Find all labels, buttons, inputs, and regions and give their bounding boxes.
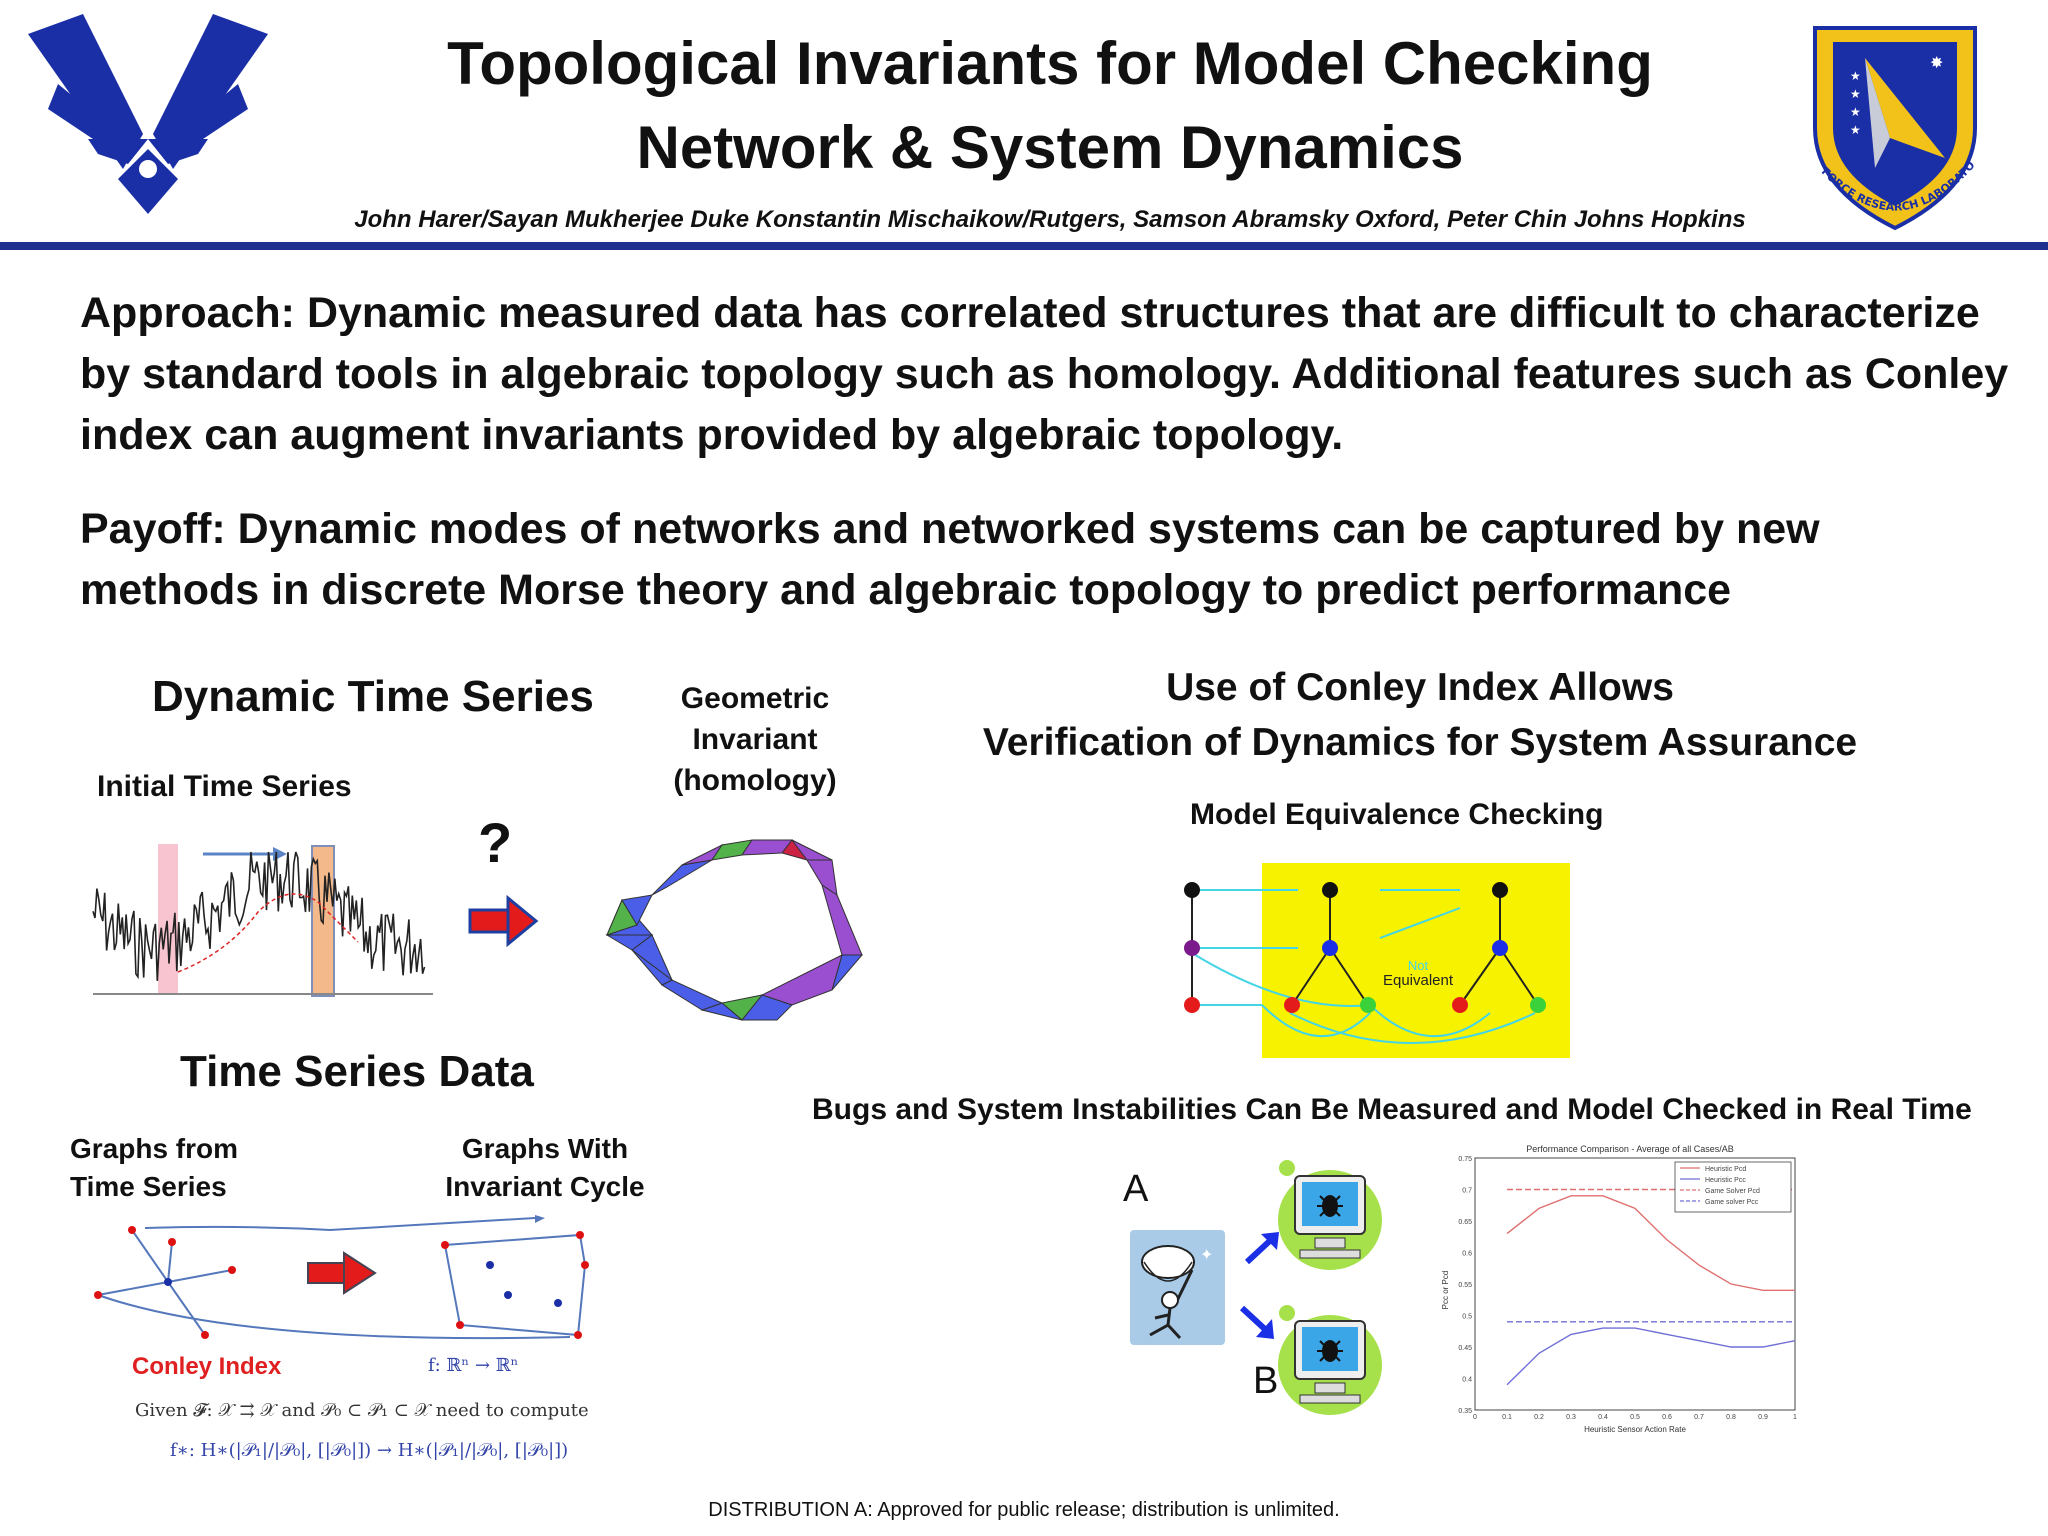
arrow-to-b-icon <box>1239 1305 1274 1339</box>
graphs-with-label: Graphs With Invariant Cycle <box>445 1130 645 1206</box>
graphs-with-line-1: Graphs With <box>461 1133 629 1164</box>
time-series-data-heading: Time Series Data <box>180 1047 534 1096</box>
y-tick-label: 0.7 <box>1462 1188 1472 1195</box>
legend-entry: Heuristic Pcd <box>1705 1166 1746 1173</box>
svg-text:★: ★ <box>1850 87 1861 101</box>
header-divider <box>0 242 2048 250</box>
x-tick-label: 0.9 <box>1758 1414 1768 1421</box>
legend-entry: Heuristic Pcc <box>1705 1177 1746 1184</box>
authors-line: John Harer/Sayan Mukherjee Duke Konstant… <box>354 206 1746 233</box>
svg-text:✸: ✸ <box>1930 53 1943 72</box>
arrow-to-a-icon <box>1244 1232 1279 1265</box>
given-text: Given 𝓕: 𝒳 ⇉ 𝒳 and 𝒫₀ ⊂ 𝒫₁ ⊂ 𝒳 need to c… <box>135 1400 589 1421</box>
map-formula: f: ℝⁿ → ℝⁿ <box>428 1355 519 1376</box>
series-line-heuristic-pcd <box>1506 1195 1795 1292</box>
title-line-1: Topological Invariants for Model Checkin… <box>447 30 1653 97</box>
svg-text:★: ★ <box>1850 105 1861 119</box>
question-mark: ? <box>478 811 513 874</box>
y-tick-label: 0.5 <box>1462 1314 1472 1321</box>
bug-computer-b-icon <box>1278 1305 1382 1415</box>
conley-index-label: Conley Index <box>132 1353 282 1380</box>
graphs-from-line-1: Graphs from <box>70 1133 239 1164</box>
x-tick-label: 0 <box>1473 1414 1477 1421</box>
not-equivalent-label: Not Equivalent <box>1378 958 1458 988</box>
payoff-paragraph: Payoff: Dynamic modes of networks and ne… <box>80 505 1820 614</box>
bugs-heading: Bugs and System Instabilities Can Be Mea… <box>812 1093 1972 1126</box>
initial-time-series-label: Initial Time Series <box>97 770 352 803</box>
homology-ring-diagram <box>605 839 864 1021</box>
chart-x-axis-label: Heuristic Sensor Action Rate <box>1584 1425 1686 1434</box>
geometric-invariant-label: Geometric Invariant (homology) <box>660 678 850 801</box>
bug-computer-a-icon <box>1278 1160 1382 1270</box>
x-tick-label: 1 <box>1793 1414 1797 1421</box>
chart-y-axis-label: Pcc or Pcd <box>1441 1271 1450 1310</box>
chart-legend-box <box>1674 1161 1792 1213</box>
time-series-graphs-diagram <box>94 1215 589 1340</box>
conley-heading-line-1: Use of Conley Index Allows <box>1166 666 1674 709</box>
svg-text:★: ★ <box>1850 69 1861 83</box>
equivalent-label: Equivalent <box>1382 972 1454 989</box>
initial-time-series-plot <box>92 844 433 997</box>
bug-catcher-icon: ✦ <box>1130 1230 1225 1345</box>
chart-title: Performance Comparison - Average of all … <box>1526 1144 1733 1154</box>
geometric-invariant-line-2: Invariant <box>692 723 818 756</box>
x-tick-label: 0.7 <box>1694 1414 1704 1421</box>
legend-entry: Game solver Pcc <box>1705 1199 1759 1206</box>
equivalence-yellow-panel <box>1262 863 1570 1058</box>
graphs-with-line-2: Invariant Cycle <box>445 1171 645 1202</box>
performance-comparison-chart: Performance Comparison - Average of all … <box>1441 1144 1797 1434</box>
y-tick-label: 0.6 <box>1462 1251 1472 1258</box>
label-b: B <box>1253 1360 1279 1402</box>
graphs-from-label: Graphs from Time Series <box>70 1130 238 1206</box>
approach-paragraph: Approach: Dynamic measured data has corr… <box>80 289 2009 459</box>
svg-text:★: ★ <box>1850 123 1861 137</box>
geometric-invariant-line-1: Geometric <box>680 682 830 715</box>
graphs-from-line-2: Time Series <box>70 1171 227 1202</box>
series-line-heuristic-pcc <box>1506 1327 1796 1386</box>
chart-plot-frame <box>1474 1157 1796 1411</box>
y-tick-label: 0.35 <box>1458 1408 1472 1415</box>
x-tick-label: 0.3 <box>1566 1414 1576 1421</box>
x-tick-label: 0.5 <box>1630 1414 1640 1421</box>
y-tick-label: 0.55 <box>1458 1282 1472 1289</box>
y-tick-label: 0.4 <box>1462 1377 1472 1384</box>
x-tick-label: 0.1 <box>1502 1414 1512 1421</box>
conley-heading: Use of Conley Index Allows Verification … <box>960 660 1880 770</box>
label-a: A <box>1123 1168 1149 1210</box>
homology-formula: f∗: H∗(|𝒫₁|/|𝒫₀|, [|𝒫₀|]) → H∗(|𝒫₁|/|𝒫₀|… <box>170 1440 569 1461</box>
not-label: Not <box>1407 958 1429 973</box>
red-arrow-icon <box>468 894 539 948</box>
x-tick-label: 0.8 <box>1726 1414 1736 1421</box>
dynamic-time-series-heading: Dynamic Time Series <box>152 672 594 721</box>
y-tick-label: 0.65 <box>1458 1219 1472 1226</box>
afrl-shield-logo: ★ ★ ★ ★ ✸ AIR FORCE RESEARCH LABORATORY <box>1790 8 1978 231</box>
conley-heading-line-2: Verification of Dynamics for System Assu… <box>982 721 1858 764</box>
model-equivalence-label: Model Equivalence Checking <box>1190 798 1604 831</box>
legend-entry: Game Solver Pcd <box>1705 1188 1760 1195</box>
x-tick-label: 0.4 <box>1598 1414 1608 1421</box>
y-tick-label: 0.45 <box>1458 1345 1472 1352</box>
air-force-wings-logo <box>28 14 268 214</box>
x-tick-label: 0.2 <box>1534 1414 1544 1421</box>
svg-text:✦: ✦ <box>1200 1245 1213 1264</box>
title-line-2: Network & System Dynamics <box>636 114 1464 181</box>
x-tick-label: 0.6 <box>1662 1414 1672 1421</box>
distribution-footer: DISTRIBUTION A: Approved for public rele… <box>708 1499 1340 1521</box>
page-title: Topological Invariants for Model Checkin… <box>300 22 1800 190</box>
y-tick-label: 0.75 <box>1458 1156 1472 1163</box>
model-equivalence-diagram <box>1184 882 1546 1044</box>
geometric-invariant-line-3: (homology) <box>673 764 837 797</box>
